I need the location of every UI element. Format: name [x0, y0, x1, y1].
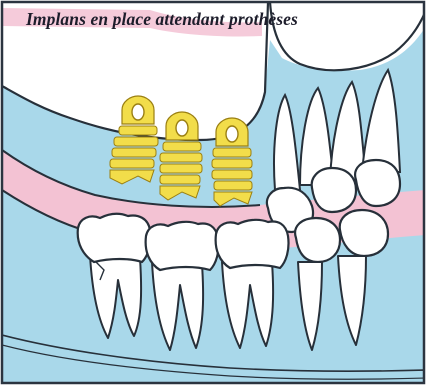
- implant-2: [160, 112, 202, 200]
- implant-3: [212, 118, 252, 206]
- caption-text: Implans en place attendant prothèses: [26, 9, 298, 30]
